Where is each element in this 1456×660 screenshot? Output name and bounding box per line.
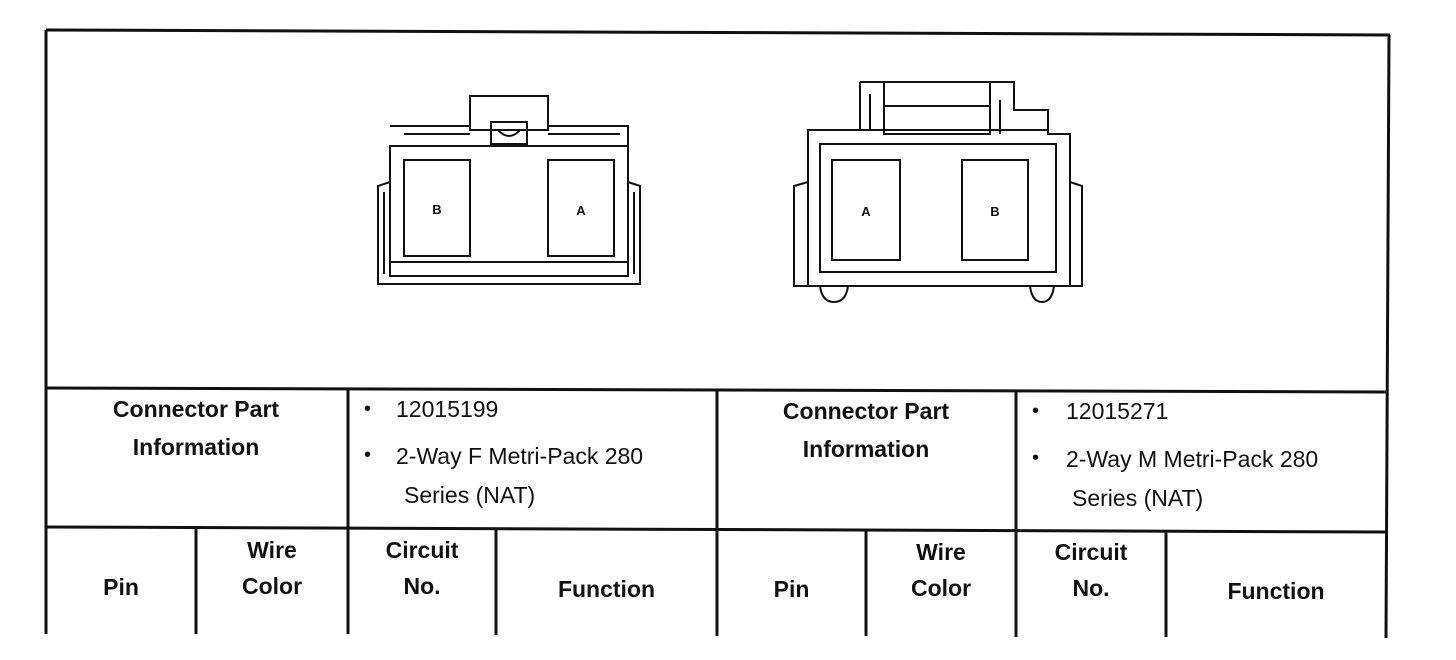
cavity-label-a: A bbox=[576, 203, 586, 218]
circuit-no-header: Circuit No. bbox=[348, 537, 496, 599]
cavity-label-b: B bbox=[432, 202, 441, 217]
wire-color-header: Wire Color bbox=[196, 537, 348, 599]
header-line: No. bbox=[403, 573, 441, 599]
part-number: 12015271 bbox=[1066, 398, 1169, 424]
part-description-cont: Series (NAT) bbox=[404, 482, 536, 508]
connector-part-info-label: Connector Part Information bbox=[46, 396, 346, 460]
part-description-cont: Series (NAT) bbox=[1072, 485, 1204, 511]
function-header: Function bbox=[1227, 578, 1325, 604]
cavity-label-b: B bbox=[990, 204, 999, 219]
info-label-line: Connector Part bbox=[782, 398, 950, 424]
function-header: Function bbox=[557, 576, 656, 602]
header-line: Wire bbox=[247, 537, 297, 563]
header-line: Circuit bbox=[1054, 539, 1128, 565]
bullet-icon: • bbox=[364, 444, 372, 466]
bullet-icon: • bbox=[1032, 447, 1040, 469]
info-label-line: Information bbox=[132, 434, 260, 460]
pin-header: Pin bbox=[103, 574, 139, 600]
cavity-label-a: A bbox=[861, 204, 871, 219]
info-label-line: Connector Part bbox=[112, 396, 280, 422]
header-line: Circuit bbox=[385, 537, 459, 563]
wire-color-header: Wire Color bbox=[866, 539, 1016, 601]
pin-header: Pin bbox=[773, 576, 810, 602]
header-line: Color bbox=[241, 573, 303, 599]
header-line: No. bbox=[1072, 575, 1110, 601]
header-line: Color bbox=[910, 575, 972, 601]
part-number: 12015199 bbox=[396, 396, 499, 422]
bullet-icon: • bbox=[364, 398, 372, 420]
bullet-icon: • bbox=[1032, 400, 1040, 422]
connector-part-info-label: Connector Part Information bbox=[717, 398, 1015, 462]
header-line: Wire bbox=[916, 539, 966, 565]
part-description: 2-Way M Metri-Pack 280 bbox=[1066, 446, 1319, 472]
part-description: 2-Way F Metri-Pack 280 bbox=[396, 443, 644, 469]
info-label-line: Information bbox=[802, 436, 930, 462]
circuit-no-header: Circuit No. bbox=[1016, 539, 1166, 601]
